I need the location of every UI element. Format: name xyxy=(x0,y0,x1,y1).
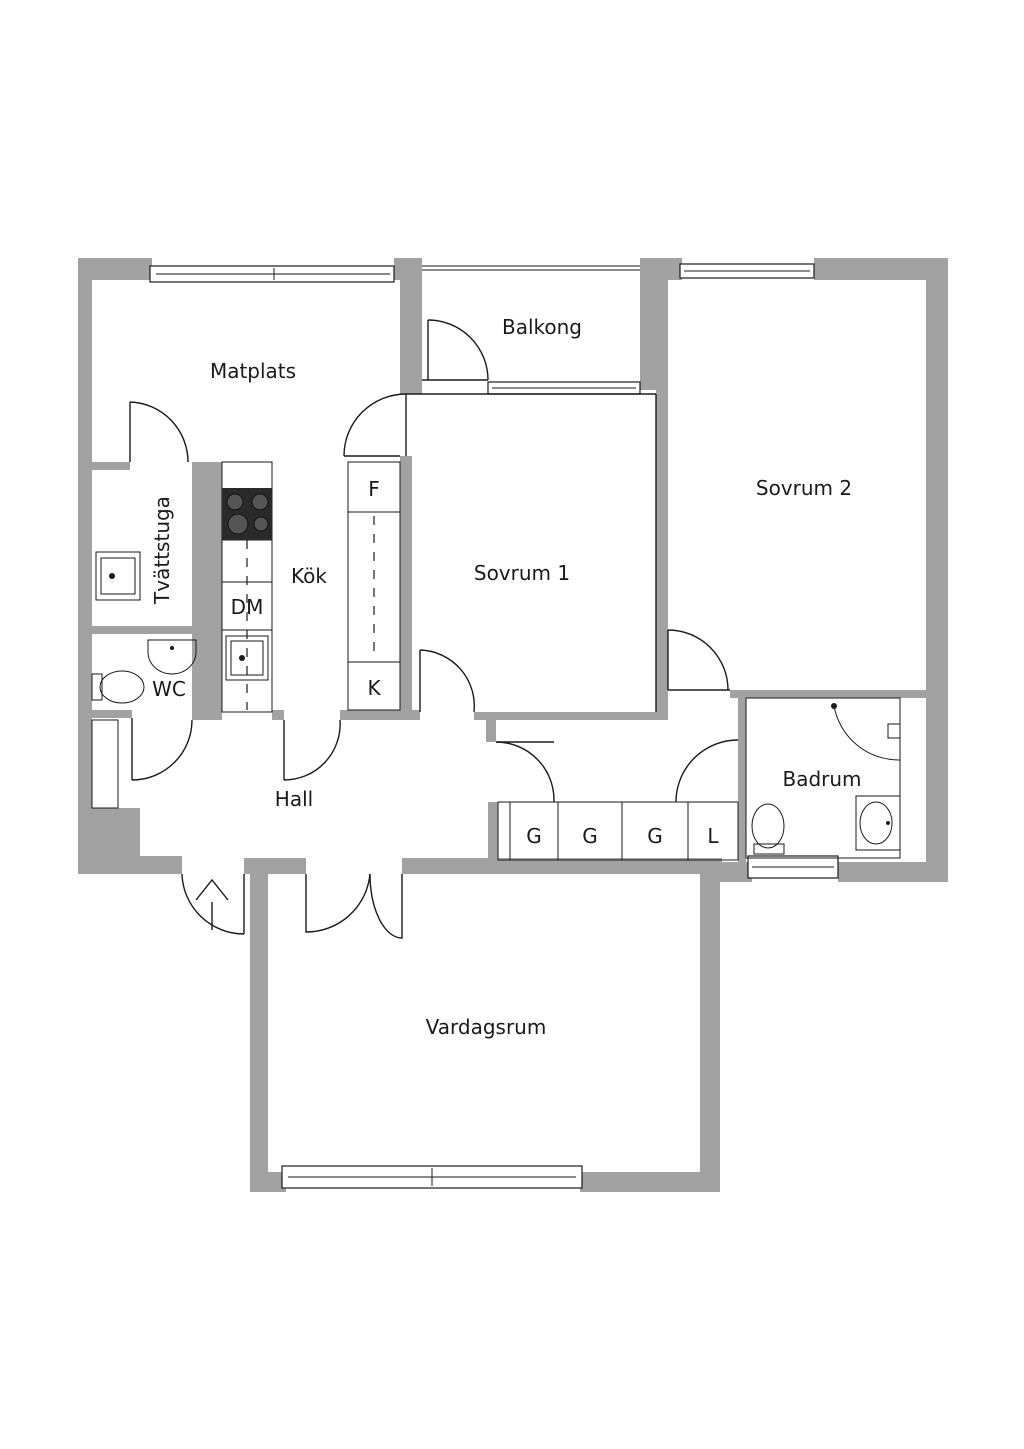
room-label-matplats: Matplats xyxy=(210,359,296,383)
room-label-hall: Hall xyxy=(275,787,313,811)
room-label-tvattstuga: Tvättstuga xyxy=(150,496,174,605)
room-label-balkong: Balkong xyxy=(502,315,582,339)
fixture-label-wardrobe-1: G xyxy=(526,824,542,848)
room-labels: Matplats Balkong Sovrum 2 Sovrum 1 Kök T… xyxy=(150,315,862,1039)
laundry-sink-icon xyxy=(95,551,141,601)
room-label-kok: Kök xyxy=(291,564,327,588)
shower-icon xyxy=(831,703,901,761)
fixture-label-linen: L xyxy=(707,824,719,848)
fixture-labels: F K DM G G G L xyxy=(231,477,720,848)
stove xyxy=(222,488,272,540)
room-label-badrum: Badrum xyxy=(782,767,861,791)
interior-lines xyxy=(91,319,901,939)
fixture-label-dishwasher: DM xyxy=(231,595,264,619)
room-label-sovrum-1: Sovrum 1 xyxy=(474,561,570,585)
bath-toilet-icon xyxy=(751,803,785,855)
fixture-label-wardrobe-3: G xyxy=(647,824,663,848)
fixture-label-wardrobe-2: G xyxy=(582,824,598,848)
fixture-label-fridge: F xyxy=(368,477,380,501)
windows xyxy=(149,263,839,1189)
room-label-vardagsrum: Vardagsrum xyxy=(426,1015,547,1039)
room-label-wc: WC xyxy=(152,677,186,701)
wc-toilet-icon xyxy=(91,670,145,704)
wc-basin-icon xyxy=(147,639,197,675)
room-label-sovrum-2: Sovrum 2 xyxy=(756,476,852,500)
fixture-label-freezer: K xyxy=(367,676,381,700)
bath-basin-icon xyxy=(855,795,901,851)
walls xyxy=(78,258,948,1192)
kitchen-sink-icon xyxy=(225,635,269,681)
